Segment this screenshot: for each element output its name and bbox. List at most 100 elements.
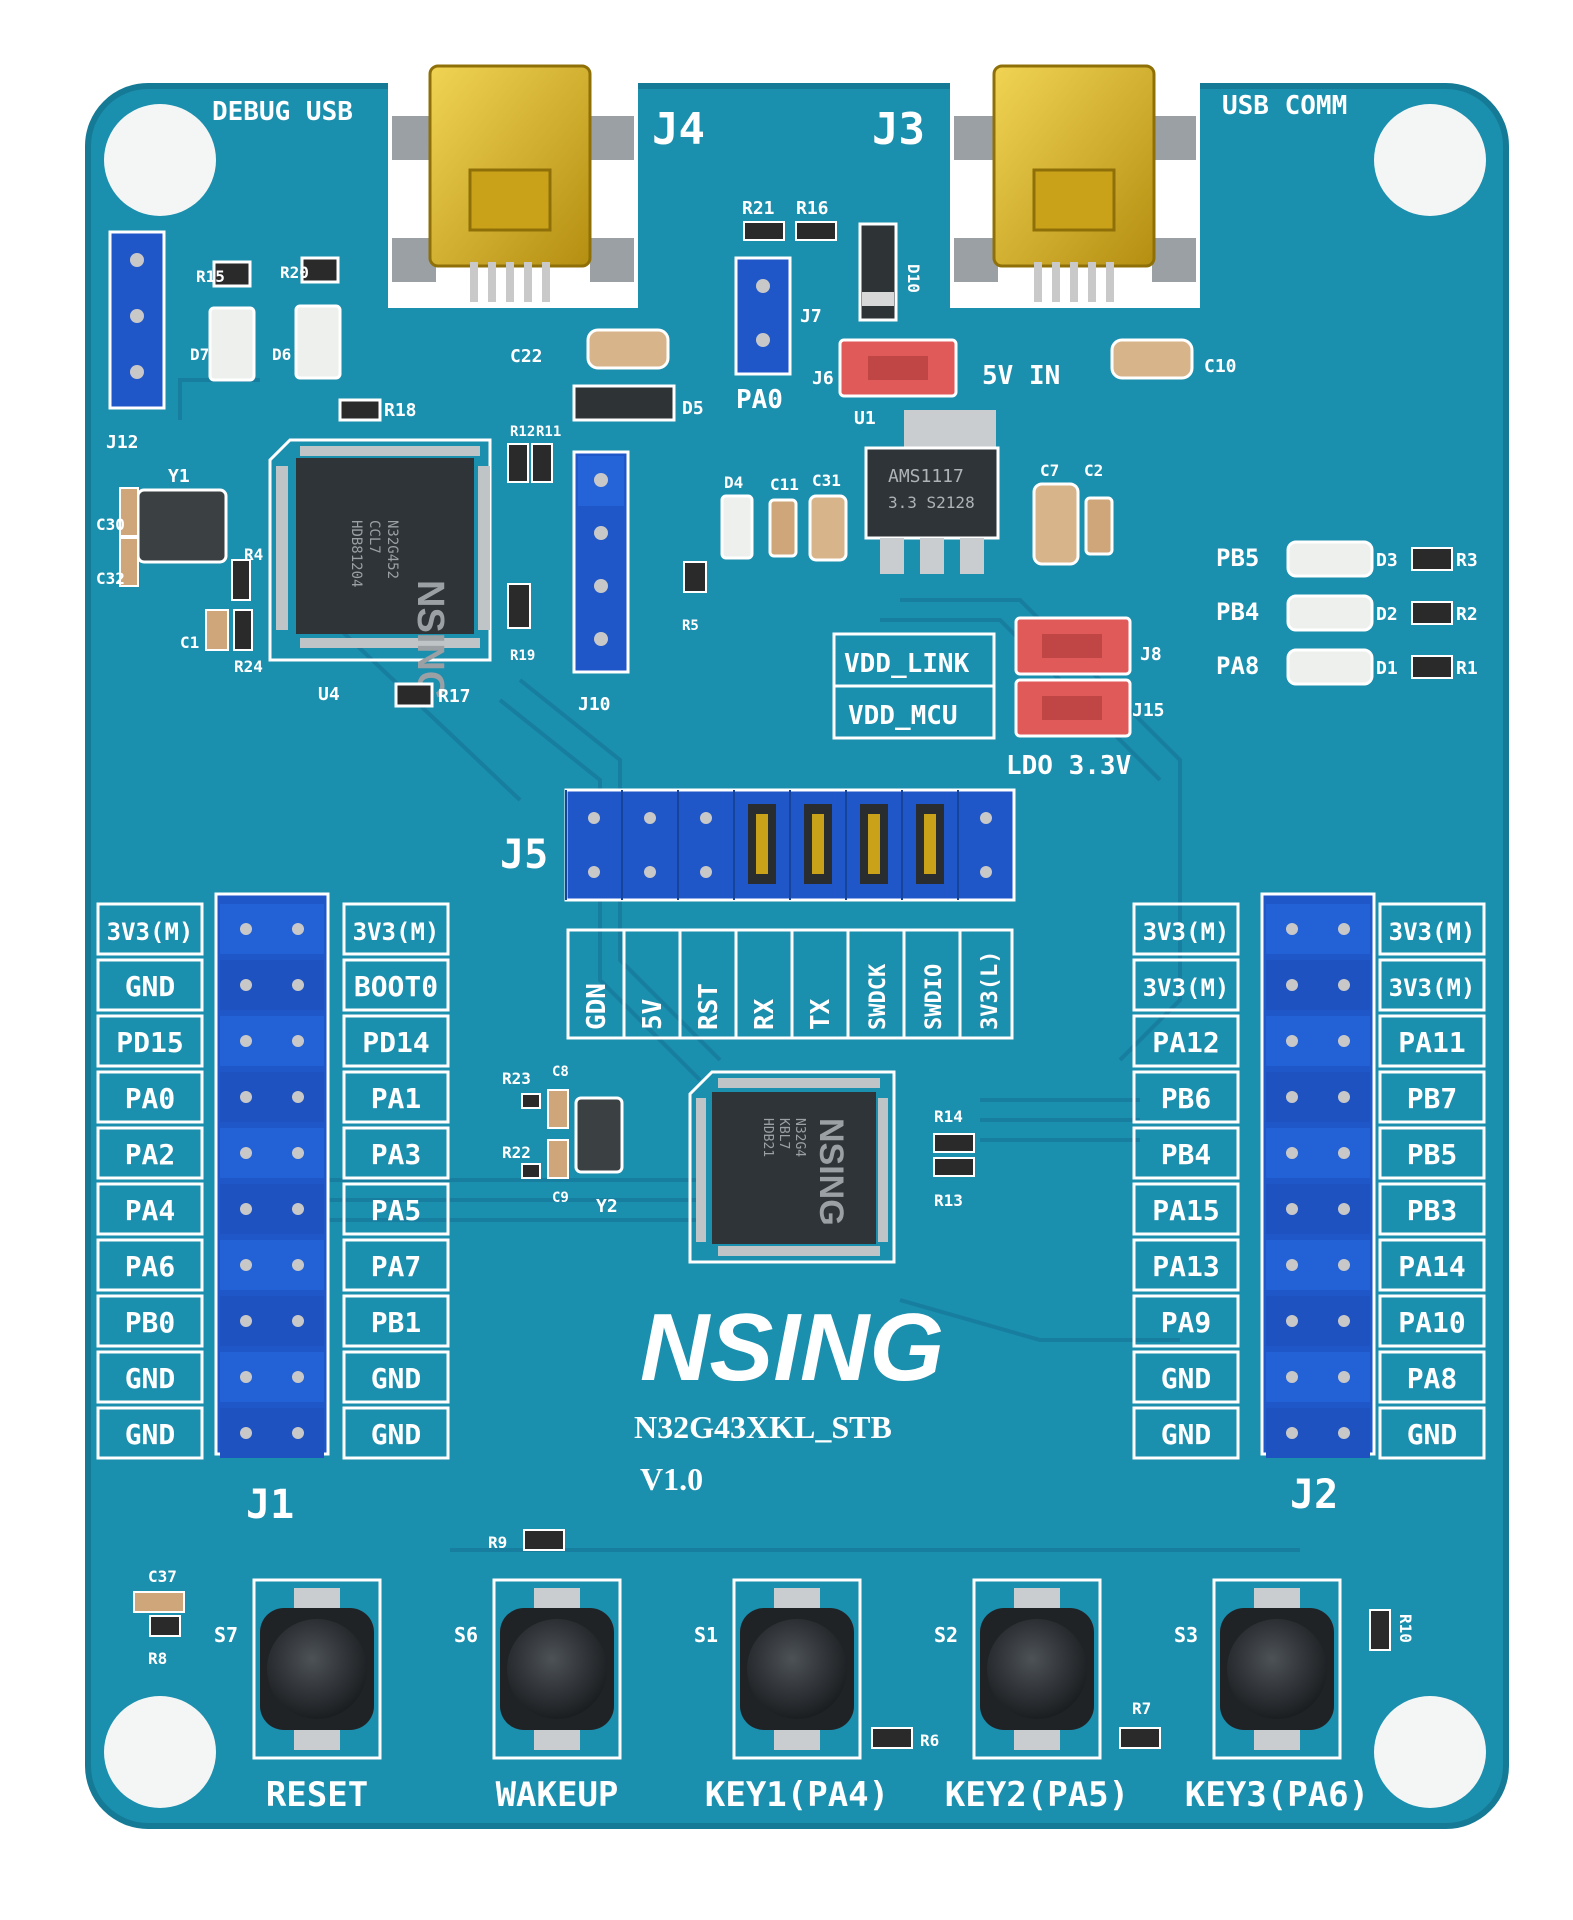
header-j1[interactable] <box>214 892 330 1458</box>
header-pin[interactable] <box>292 1203 304 1215</box>
pin-label: 3V3(M) <box>1389 974 1476 1002</box>
header-pin[interactable] <box>1338 1035 1350 1047</box>
usb-connector-j4[interactable] <box>388 64 638 308</box>
button-cap[interactable] <box>987 1619 1087 1719</box>
header-pin[interactable] <box>292 1259 304 1271</box>
header-pin[interactable] <box>240 1315 252 1327</box>
header-pin[interactable] <box>1286 1315 1298 1327</box>
header-pin[interactable] <box>292 1315 304 1327</box>
header-pin[interactable] <box>1286 1203 1298 1215</box>
jumper-j7-pa0[interactable] <box>734 256 792 376</box>
button-key3-pa6[interactable] <box>1212 1578 1342 1760</box>
c9-label: C9 <box>552 1190 569 1206</box>
header-pin[interactable] <box>1286 1259 1298 1271</box>
header-pin[interactable] <box>240 1203 252 1215</box>
c8-label: C8 <box>552 1064 569 1080</box>
header-pin[interactable] <box>1286 979 1298 991</box>
button-key1-pa4[interactable] <box>732 1578 862 1760</box>
jumper-j6-5v-in[interactable] <box>838 338 958 398</box>
j5-pin-label: SWDCK <box>866 963 891 1030</box>
j5-pin-label: RST <box>694 983 724 1030</box>
button-reset[interactable] <box>252 1578 382 1760</box>
pin-label: GND <box>371 1362 422 1395</box>
jumper-j15[interactable] <box>1014 678 1132 738</box>
board-model: N32G43XKL_STB <box>634 1409 892 1445</box>
header-pin[interactable] <box>292 1035 304 1047</box>
header-pin[interactable] <box>240 1147 252 1159</box>
header-pin[interactable] <box>292 1147 304 1159</box>
header-pin[interactable] <box>1338 1147 1350 1159</box>
header-pin[interactable] <box>292 1427 304 1439</box>
pin-label: GND <box>371 1418 422 1451</box>
header-pin[interactable] <box>1286 1035 1298 1047</box>
header-pin[interactable] <box>292 1091 304 1103</box>
header-pin[interactable] <box>292 1371 304 1383</box>
header-pin[interactable] <box>1286 923 1298 935</box>
regulator-text-1: AMS1117 <box>888 466 964 487</box>
r20-label: R20 <box>280 263 309 282</box>
button-cap[interactable] <box>747 1619 847 1719</box>
j15-label: J15 <box>1132 700 1165 721</box>
header-j2[interactable] <box>1260 892 1376 1458</box>
header-j12[interactable] <box>108 230 166 410</box>
vdd-select-box <box>832 632 996 740</box>
pin-label: 3V3(M) <box>107 918 194 946</box>
regulator-text-2: 3.3 S2128 <box>888 493 975 512</box>
button-cap[interactable] <box>267 1619 367 1719</box>
pin-label: 3V3(M) <box>1389 918 1476 946</box>
r10-label: R10 <box>1396 1614 1415 1643</box>
c22-label: C22 <box>510 346 543 367</box>
mounting-holes <box>104 104 1486 1808</box>
board-version: V1.0 <box>640 1461 703 1497</box>
header-pin[interactable] <box>240 1371 252 1383</box>
usb-connector-j3[interactable] <box>950 64 1200 308</box>
regulator-u1: AMS1117 3.3 S2128 <box>864 410 1000 574</box>
header-pin[interactable] <box>240 923 252 935</box>
smd-led-d7 <box>208 306 256 382</box>
d4-label: D4 <box>724 473 743 492</box>
header-pin[interactable] <box>1338 1259 1350 1271</box>
button-label: WAKEUP <box>496 1775 619 1815</box>
header-pin[interactable] <box>1338 1427 1350 1439</box>
header-j5[interactable] <box>564 788 1016 902</box>
header-pin[interactable] <box>1286 1147 1298 1159</box>
pin-label: PA3 <box>371 1138 422 1171</box>
header-pin[interactable] <box>240 1259 252 1271</box>
r6-label: R6 <box>920 1731 939 1750</box>
header-pin[interactable] <box>240 1035 252 1047</box>
header-pin[interactable] <box>292 923 304 935</box>
header-pin[interactable] <box>240 1427 252 1439</box>
header-pin[interactable] <box>1338 979 1350 991</box>
header-pin[interactable] <box>1338 923 1350 935</box>
c10-label: C10 <box>1204 356 1237 377</box>
button-wakeup[interactable] <box>492 1578 622 1760</box>
c37-label: C37 <box>148 1567 177 1586</box>
j5-pin-label: TX <box>806 998 836 1030</box>
header-pin[interactable] <box>240 1091 252 1103</box>
button-cap[interactable] <box>507 1619 607 1719</box>
pin-label: GND <box>125 1418 176 1451</box>
button-cap[interactable] <box>1227 1619 1327 1719</box>
c30-label: C30 <box>96 515 125 534</box>
pin-label: PB3 <box>1407 1194 1458 1227</box>
vdd-link-label: VDD_LINK <box>844 649 970 679</box>
header-j10[interactable] <box>572 450 630 674</box>
r8-label: R8 <box>148 1649 167 1668</box>
header-pin[interactable] <box>1338 1315 1350 1327</box>
d7-label: D7 <box>190 345 209 364</box>
pin-label: PB1 <box>371 1306 422 1339</box>
header-pin[interactable] <box>1286 1091 1298 1103</box>
header-pin[interactable] <box>1286 1371 1298 1383</box>
button-key2-pa5[interactable] <box>972 1578 1102 1760</box>
header-pin[interactable] <box>1338 1371 1350 1383</box>
crystal-y2 <box>574 1096 624 1174</box>
header-pin[interactable] <box>240 979 252 991</box>
header-pin[interactable] <box>292 979 304 991</box>
led-ref-d1: D1 <box>1376 658 1398 679</box>
header-pin[interactable] <box>1286 1427 1298 1439</box>
jumper-j8[interactable] <box>1014 616 1132 676</box>
button-ref: S3 <box>1174 1623 1198 1647</box>
header-pin[interactable] <box>1338 1203 1350 1215</box>
header-pin[interactable] <box>1338 1091 1350 1103</box>
